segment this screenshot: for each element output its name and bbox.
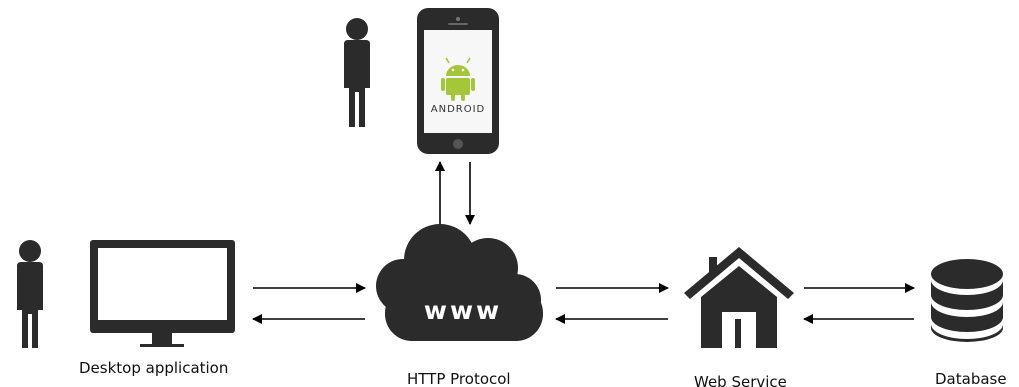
android-wordmark: ANDROID — [431, 104, 486, 115]
database-bottom-layer — [931, 324, 1003, 342]
http-protocol-label: HTTP Protocol — [407, 370, 511, 387]
person-icon — [17, 240, 43, 348]
monitor-icon — [90, 240, 235, 347]
desktop-application-label: Desktop application — [79, 359, 228, 377]
www-text: www — [424, 296, 502, 325]
database-icon — [931, 259, 1003, 332]
web-service-label: Web Service — [694, 373, 787, 387]
database-label: Database — [935, 370, 1007, 387]
person-icon — [344, 18, 370, 127]
android-logo-icon — [441, 57, 475, 101]
house-icon — [684, 247, 794, 348]
cloud-icon — [376, 224, 543, 341]
mobile-phone-icon: ANDROID — [417, 8, 499, 154]
